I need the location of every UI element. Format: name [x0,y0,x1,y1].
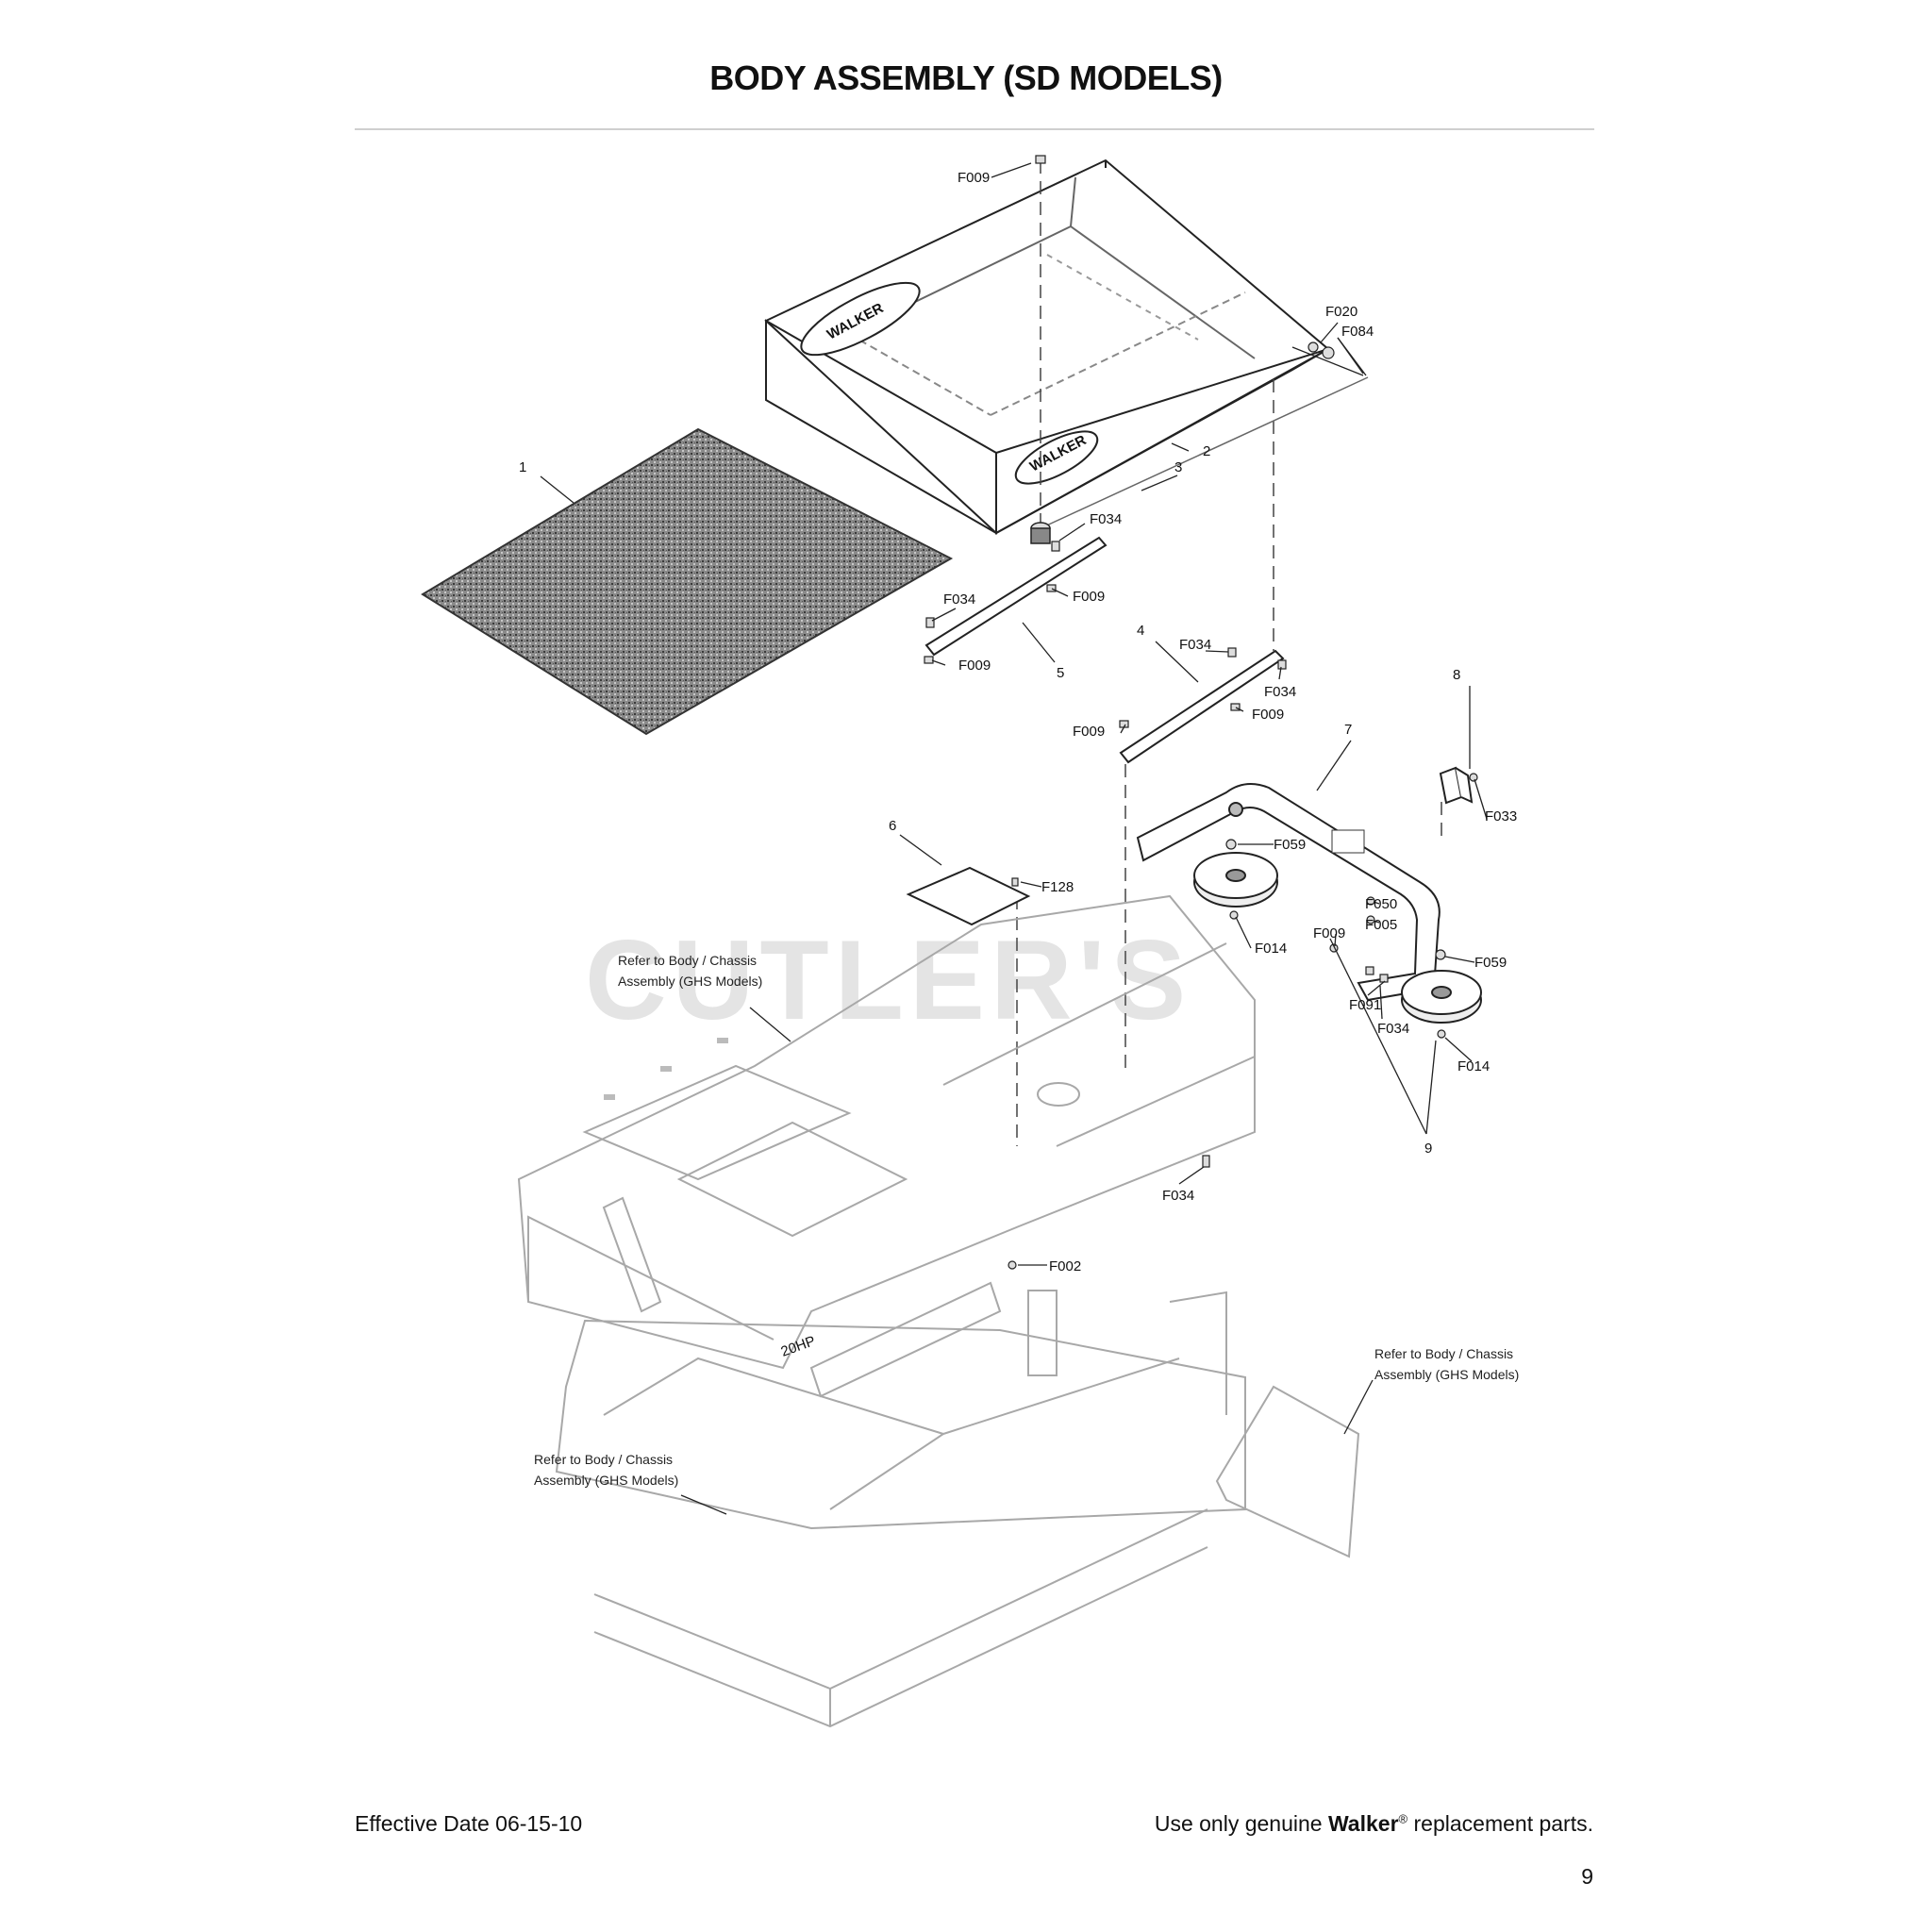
engine-panel-details [604,1038,728,1100]
effective-date: Effective Date 06-15-10 [355,1811,583,1836]
callout-leader-lines [540,162,1488,1515]
hopper-bin-part [764,158,1330,535]
cover-plate-part [906,866,1031,926]
brace-5-part [924,536,1108,657]
callout-9: 9 [1424,1141,1432,1157]
callout-4: 4 [1137,623,1144,639]
callout-3: 3 [1174,459,1182,475]
callout-f020: F020 [1325,304,1357,320]
callout-f034-e: F034 [1377,1021,1409,1037]
hardware-fasteners [924,155,1478,1270]
callout-f002: F002 [1049,1258,1081,1274]
body-chassis-outline [517,894,1360,1728]
reference-note-2-line1: Refer to Body / Chassis [534,1452,673,1467]
reference-note-1-line2: Assembly (GHS Models) [618,974,762,989]
callout-f034-c: F034 [1179,637,1211,653]
notice-prefix: Use only genuine [1154,1811,1323,1836]
page-title: BODY ASSEMBLY (SD MODELS) [709,58,1223,97]
callout-f091: F091 [1349,997,1381,1013]
callout-f050: F050 [1365,896,1397,912]
callout-f034-f: F034 [1162,1188,1194,1204]
callout-1: 1 [519,459,526,475]
callout-f034-a: F034 [1090,511,1122,527]
page-number: 9 [1581,1864,1593,1889]
callout-2: 2 [1203,443,1210,459]
callout-f009-top: F009 [958,170,990,186]
callout-f014-a: F014 [1255,941,1287,957]
callout-f059-b: F059 [1474,955,1507,971]
rubber-bumper-part [1030,522,1051,544]
callout-f009-d: F009 [1073,724,1105,740]
callout-f009-e: F009 [1313,925,1345,941]
brace-4-part [1119,649,1285,764]
floor-mat-part [421,427,954,736]
wheel-carrier-part [1136,783,1441,1002]
callout-f009-c: F009 [1252,707,1284,723]
engine-badge-text: 20HP [779,1333,818,1360]
title-divider [355,128,1594,130]
reference-note-3-line2: Assembly (GHS Models) [1374,1367,1519,1382]
callout-f059-a: F059 [1274,837,1306,853]
callout-f005: F005 [1365,917,1397,933]
watermark-text: CUTLER'S [585,917,1191,1043]
callout-f128: F128 [1041,879,1074,895]
callout-f009-b: F009 [958,658,991,674]
genuine-parts-notice: Use only genuine Walker® replacement par… [1155,1811,1593,1837]
notice-brand: Walker [1327,1811,1399,1836]
callout-7: 7 [1344,722,1352,738]
registered-mark: ® [1398,1811,1408,1826]
callout-5: 5 [1057,665,1064,681]
caster-wheel-1 [1193,852,1278,908]
callout-f034-d: F034 [1264,684,1296,700]
callout-6: 6 [889,818,896,834]
notice-suffix: replacement parts. [1413,1811,1593,1836]
reference-note-1-line1: Refer to Body / Chassis [618,953,757,968]
callout-f009-a: F009 [1073,589,1105,605]
assembly-guide-lines [1016,160,1442,1146]
caster-wheel-2 [1401,970,1482,1024]
callout-f084: F084 [1341,324,1374,340]
reference-note-2-line2: Assembly (GHS Models) [534,1473,678,1488]
callout-f034-b: F034 [943,591,975,608]
callout-8: 8 [1453,667,1460,683]
reference-note-3-line1: Refer to Body / Chassis [1374,1346,1513,1361]
callout-f033: F033 [1485,808,1517,824]
bracket-8-part [1439,766,1474,805]
callout-f014-b: F014 [1457,1058,1490,1074]
